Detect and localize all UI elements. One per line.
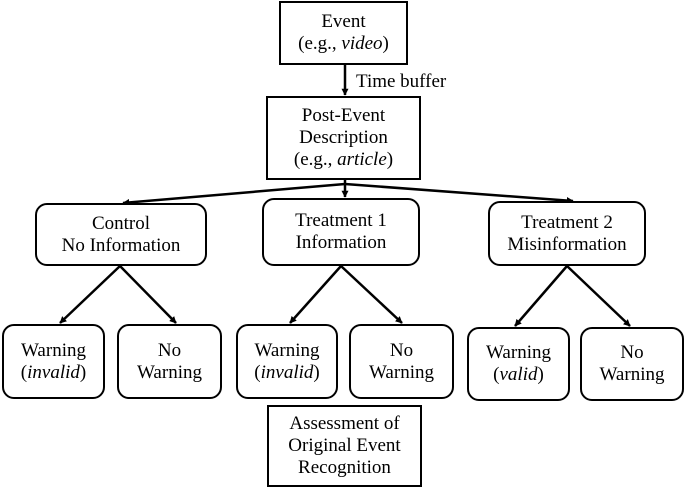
arrow-treatment-2-to-no-warning: [566, 265, 631, 327]
treatment-1-box: Treatment 1 Information: [262, 198, 420, 266]
event-box: Event (e.g., video): [279, 1, 408, 65]
assessment-box: Assessment of Original Event Recognition: [267, 405, 422, 487]
time-buffer-label: Time buffer: [356, 71, 447, 92]
event-title: Event: [321, 11, 366, 32]
arrow-treatment-1-to-no-warning: [340, 265, 403, 324]
arrow-treatment-2-to-warning: [514, 265, 568, 327]
arrow-to-treatment-2: [344, 182, 574, 205]
no-warning-box-treatment-2: No Warning: [580, 327, 684, 401]
event-example: (e.g., video): [298, 33, 389, 54]
arrow-to-control: [122, 182, 346, 206]
arrow-control-to-no-warning: [119, 265, 177, 324]
treatment-2-box: Treatment 2 Misinformation: [488, 201, 646, 266]
warning-invalid-box-treatment-1: Warning (invalid): [236, 324, 338, 399]
arrow-treatment-1-to-warning: [289, 265, 342, 324]
post-event-box: Post-Event Description (e.g., article): [266, 96, 421, 180]
control-group-box: Control No Information: [35, 203, 207, 266]
no-warning-box-treatment-1: No Warning: [349, 324, 454, 399]
post-event-example: (e.g., article): [293, 149, 394, 170]
warning-invalid-box-control: Warning (invalid): [2, 324, 105, 399]
arrow-control-to-warning: [59, 265, 121, 324]
no-warning-box-control: No Warning: [117, 324, 222, 399]
warning-valid-box-treatment-2: Warning (valid): [467, 327, 570, 401]
